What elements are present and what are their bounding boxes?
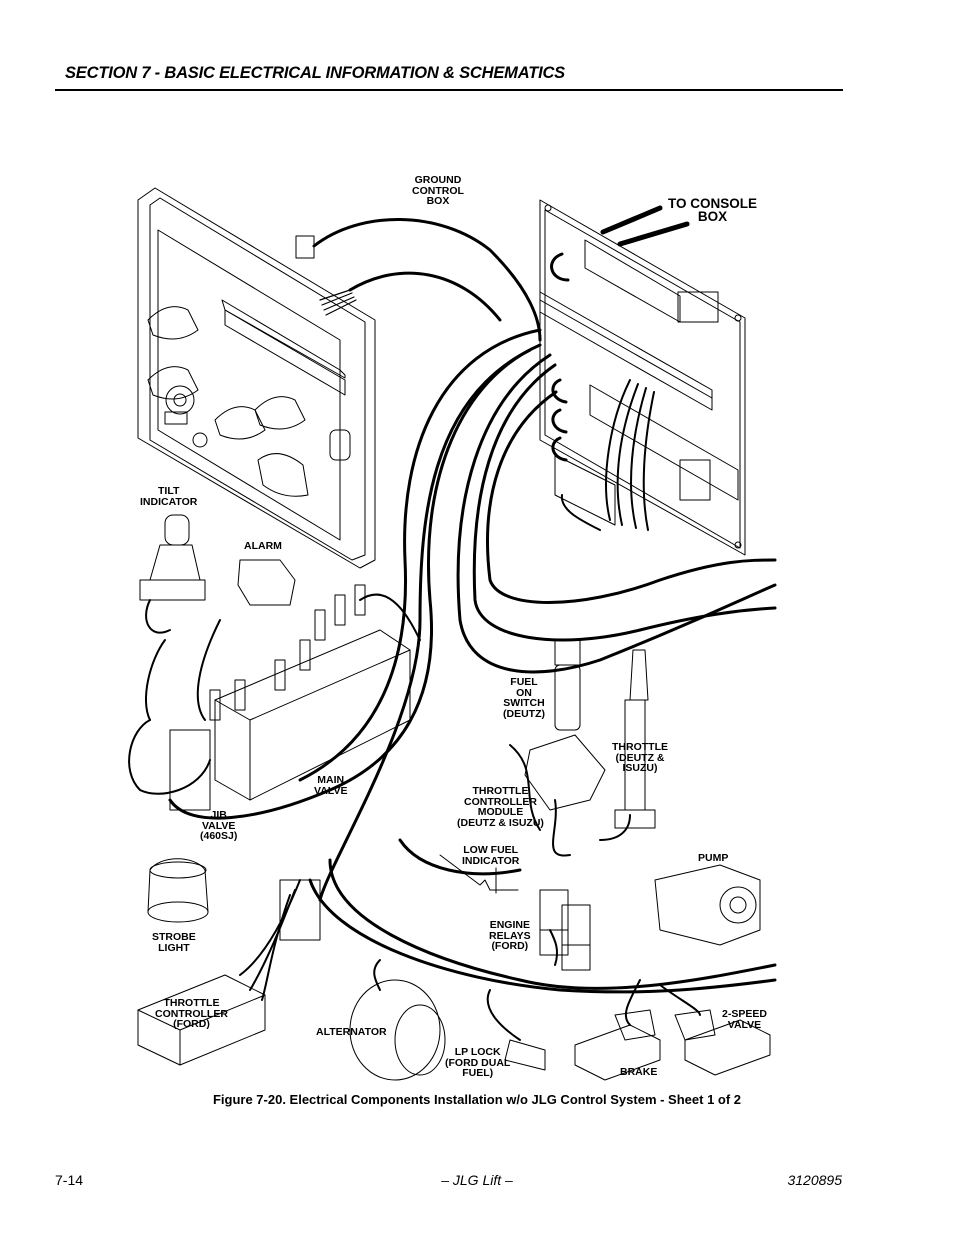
page-number: 7-14 xyxy=(55,1172,84,1188)
lp-lock-drawing xyxy=(504,1039,546,1071)
header-rule xyxy=(55,89,843,91)
pump-drawing xyxy=(654,864,761,946)
harness-relay-drawing xyxy=(279,879,321,941)
alternator-drawing xyxy=(349,979,446,1081)
label-two-speed-valve: 2-SPEED VALVE xyxy=(722,1008,767,1031)
label-fuel-on-switch: FUEL ON SWITCH (DEUTZ) xyxy=(503,676,545,720)
low-fuel-pointer xyxy=(439,854,519,894)
main-harness xyxy=(168,328,777,994)
ground-control-box-drawing xyxy=(137,187,376,569)
label-lp-lock: LP LOCK (FORD DUAL FUEL) xyxy=(445,1046,511,1079)
brake-drawing xyxy=(574,1009,661,1081)
throttle-controller-ford-drawing xyxy=(137,974,266,1066)
two-speed-valve-drawing xyxy=(674,1009,771,1076)
console-box-cables xyxy=(600,205,690,247)
label-alarm: ALARM xyxy=(244,540,282,552)
label-brake: BRAKE xyxy=(620,1066,658,1078)
label-engine-relays: ENGINE RELAYS (FORD) xyxy=(489,919,531,952)
label-low-fuel-indicator: LOW FUEL INDICATOR xyxy=(462,844,520,867)
label-throttle-controller-ford: THROTTLE CONTROLLER (FORD) xyxy=(155,997,228,1030)
engine-relays-drawing xyxy=(539,889,591,971)
tilt-indicator-drawing xyxy=(139,514,206,601)
label-main-valve: MAIN VALVE xyxy=(314,774,348,797)
fuel-on-switch-drawing xyxy=(554,639,581,731)
label-throttle-controller-module: THROTTLE CONTROLLER MODULE (DEUTZ & ISUZ… xyxy=(457,785,544,829)
label-jib-valve: JIB VALVE (460SJ) xyxy=(200,809,238,842)
gcb-cables xyxy=(312,218,542,342)
throttle-deutz-drawing xyxy=(614,649,656,829)
alarm-drawing xyxy=(237,559,296,606)
publisher: – JLG Lift – xyxy=(441,1172,513,1188)
section-header: SECTION 7 - BASIC ELECTRICAL INFORMATION… xyxy=(65,64,565,82)
label-pump: PUMP xyxy=(698,852,729,864)
grommet-cables xyxy=(550,252,570,462)
figure-caption: Figure 7-20. Electrical Components Insta… xyxy=(212,1092,742,1107)
label-throttle-deutz-isuzu: THROTTLE (DEUTZ & ISUZU) xyxy=(612,741,668,774)
strobe-light-drawing xyxy=(147,858,209,923)
console-internal-wires xyxy=(560,379,655,531)
label-ground-control-box: GROUND CONTROL BOX xyxy=(412,174,464,207)
document-number: 3120895 xyxy=(787,1172,842,1188)
throttle-controller-module-drawing xyxy=(524,734,606,811)
console-board-drawing xyxy=(539,199,746,556)
label-tilt-indicator: TILT INDICATOR xyxy=(140,485,198,508)
label-strobe-light: STROBE LIGHT xyxy=(152,931,196,954)
label-to-console-box: TO CONSOLE BOX xyxy=(668,196,758,224)
main-valve-drawing xyxy=(169,584,411,811)
label-alternator: ALTERNATOR xyxy=(316,1026,387,1038)
